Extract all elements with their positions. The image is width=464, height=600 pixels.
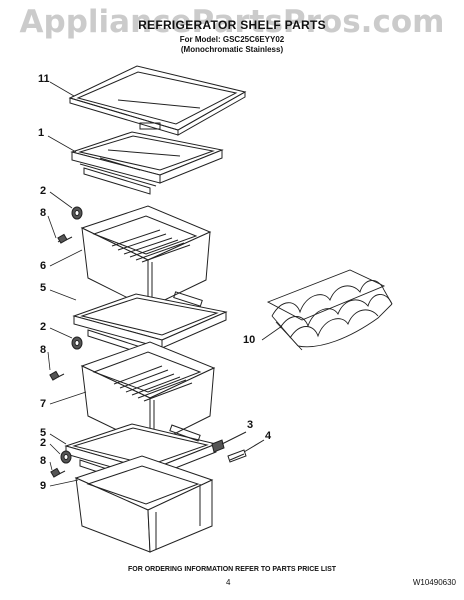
screw-8a xyxy=(57,233,73,244)
glass-shelf-1 xyxy=(70,131,224,195)
page-number: 4 xyxy=(226,578,231,587)
diagram-title: REFRIGERATOR SHELF PARTS xyxy=(138,18,326,32)
callout-4: 4 xyxy=(265,430,272,442)
callout-8: 8 xyxy=(40,207,47,219)
document-id: W10490630 xyxy=(412,578,456,587)
variant-line: (Monochromatic Stainless) xyxy=(180,45,284,54)
callout-2: 2 xyxy=(40,321,47,333)
callout-8: 8 xyxy=(40,344,47,356)
crisper-pan-9 xyxy=(74,455,214,553)
callout-9: 9 xyxy=(40,480,47,492)
model-line: For Model: GSC25C6EYY02 xyxy=(179,35,285,44)
callout-2: 2 xyxy=(40,185,47,197)
shelf-frame-11 xyxy=(68,65,247,136)
callout-5: 5 xyxy=(40,282,47,294)
callout-8: 8 xyxy=(40,455,47,467)
ordering-note: FOR ORDERING INFORMATION REFER TO PARTS … xyxy=(127,566,337,573)
crisper-pan-6 xyxy=(80,205,212,309)
glass-shelf-5a xyxy=(72,291,228,359)
callout-1: 1 xyxy=(38,127,45,139)
leader-lines xyxy=(47,81,283,487)
callout-2: 2 xyxy=(40,437,47,449)
callout-11: 11 xyxy=(38,73,50,85)
callout-10: 10 xyxy=(243,334,256,346)
callout-3: 3 xyxy=(247,419,254,431)
screw-8b xyxy=(49,370,65,381)
clip-4 xyxy=(227,439,265,463)
callout-7: 7 xyxy=(40,398,47,410)
watermark-text: AppliancePartsPros.com xyxy=(19,4,445,40)
bracket-3 xyxy=(211,431,247,453)
callout-6: 6 xyxy=(40,260,47,272)
screw-8c xyxy=(50,467,66,478)
callout-5: 5 xyxy=(40,427,47,439)
wine-rack-10 xyxy=(266,269,393,351)
